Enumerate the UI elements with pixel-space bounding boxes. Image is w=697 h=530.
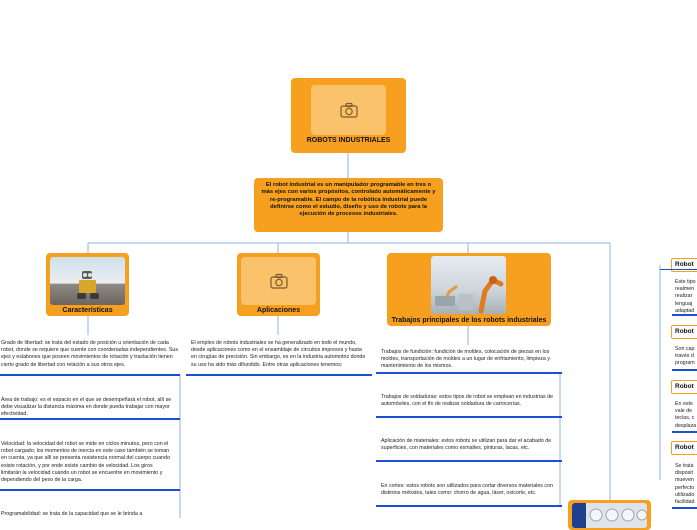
caracteristicas-note-3: Velocidad: la velocidad del robot se mid…	[1, 441, 171, 484]
trabajos-node[interactable]: Trabajos principales de los robots indus…	[387, 253, 551, 326]
robot-type-4-text: Se trata disposit mueven perfecto utiliz…	[675, 463, 695, 505]
note-underline	[660, 269, 697, 270]
root-image-placeholder	[311, 85, 386, 135]
robot-toy-image	[50, 257, 125, 305]
note-underline	[0, 418, 180, 420]
note-underline	[672, 369, 697, 371]
aplicaciones-note-1: El empleo de robots industriales se ha g…	[191, 340, 366, 368]
caracteristicas-title: Características	[62, 307, 113, 314]
robot-type-3[interactable]: Robot	[671, 380, 697, 394]
note-underline	[672, 507, 697, 509]
robot-type-3-title: Robot	[675, 383, 694, 390]
trabajos-note-2: Trabajos de soldaduras: estos tipos de r…	[381, 394, 554, 408]
caracteristicas-note-1: Grado de libertad: se trata del estado d…	[1, 340, 178, 368]
robot-type-4-title: Robot	[675, 444, 694, 451]
note-underline	[0, 489, 180, 491]
note-underline	[376, 505, 562, 507]
robot-type-1-title: Robot	[675, 261, 694, 268]
note-underline	[376, 460, 562, 462]
root-node[interactable]: ROBOTS INDUSTRIALES	[291, 78, 406, 153]
robot-type-1[interactable]: Robot	[671, 258, 697, 272]
robot-type-2[interactable]: Robot	[671, 325, 697, 339]
note-underline	[672, 431, 697, 433]
caracteristicas-note-2: Área de trabajo: es el espacio en el que…	[1, 397, 172, 418]
robot-type-1-text: Este tipo realmen realizar lenguaj adapt…	[675, 279, 696, 313]
robot-type-3-text: En este vale de teclas, c desplaza	[675, 401, 697, 429]
trabajos-note-3: Aplicación de materiales: estos robots s…	[381, 438, 552, 452]
definition-text: El robot industrial es un manipulador pr…	[261, 182, 436, 218]
note-underline	[376, 416, 562, 418]
note-underline	[186, 374, 372, 376]
factory-robots-image	[431, 256, 506, 314]
trabajos-title: Trabajos principales de los robots indus…	[391, 317, 547, 324]
aplicaciones-node[interactable]: Aplicaciones	[237, 253, 320, 316]
robot-type-2-text: Son cap través d program	[675, 346, 695, 367]
trabajos-note-1: Trabajos de fundición: fundición de mold…	[381, 349, 551, 370]
robot-type-2-title: Robot	[675, 328, 694, 335]
caracteristicas-node[interactable]: Características	[46, 253, 129, 316]
robots-row-node[interactable]	[568, 500, 651, 530]
note-underline	[376, 372, 562, 374]
root-title: ROBOTS INDUSTRIALES	[306, 137, 391, 144]
robots-row-image	[572, 503, 647, 528]
note-underline	[0, 374, 180, 376]
robot-type-4[interactable]: Robot	[671, 441, 697, 455]
definition-node[interactable]: El robot industrial es un manipulador pr…	[254, 178, 443, 232]
camera-icon	[339, 102, 358, 118]
aplicaciones-image-placeholder	[241, 257, 316, 305]
camera-icon	[269, 273, 288, 289]
caracteristicas-note-4: Programabilidad: se trata de la capacida…	[1, 511, 143, 517]
note-underline	[672, 314, 697, 316]
trabajos-note-4: En cortes: estos robots son utilizados p…	[381, 483, 553, 497]
aplicaciones-title: Aplicaciones	[256, 307, 301, 314]
